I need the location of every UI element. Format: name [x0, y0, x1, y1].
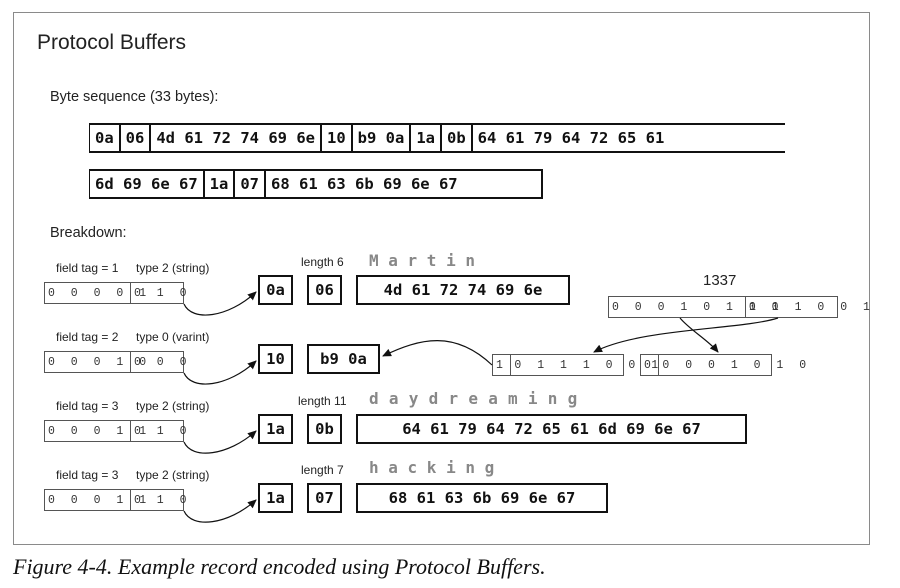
arrow-varint-low — [593, 317, 779, 353]
seq-byte: 06 — [118, 125, 150, 151]
varint-byte-1-bits: 0 1 1 1 0 0 1 — [510, 355, 665, 375]
field-tag-label: field tag = 2 — [56, 330, 119, 344]
type-bits: 0 1 0 — [130, 283, 194, 303]
breakdown-label: Breakdown: — [50, 225, 127, 241]
tag-bits: 0 0 0 0 1 — [48, 286, 151, 300]
field-type-label: type 0 (varint) — [136, 330, 210, 344]
continuation-bit: 0 — [644, 358, 656, 372]
varint-bits-low: 1 1 1 0 0 1 — [745, 297, 877, 317]
tag-bits: 0 0 0 1 1 — [48, 424, 151, 438]
type-bits: 0 1 0 — [130, 490, 194, 510]
length-byte-box: 06 — [307, 275, 342, 305]
tag-bits: 0 0 0 1 1 — [48, 493, 151, 507]
tag-byte-box: 0a — [258, 275, 293, 305]
byte-sequence-row-2: 6d 69 6e 67 1a 07 68 61 63 6b 69 6e 67 — [89, 169, 543, 199]
arrow-tag-4 — [183, 499, 257, 523]
tag-byte-box: 1a — [258, 483, 293, 513]
field-tag-label: field tag = 1 — [56, 261, 119, 275]
spelled-string: M a r t i n — [369, 251, 475, 270]
tag-bits-box: 0 0 0 1 0 0 0 0 — [44, 351, 187, 373]
type-bits: 0 1 0 — [130, 421, 194, 441]
tag-bits-box: 0 0 0 1 1 0 1 0 — [44, 489, 187, 511]
tag-byte-box: 1a — [258, 414, 293, 444]
seq-byte-group: b9 0a — [350, 125, 410, 151]
seq-byte-group: 64 61 79 64 72 65 61 — [470, 125, 670, 151]
varint-bits-high: 0 0 0 1 0 1 0 0 — [612, 300, 784, 314]
value-bytes-box: 68 61 63 6b 69 6e 67 — [356, 483, 608, 513]
seq-byte-group: 4d 61 72 74 69 6e — [149, 125, 320, 151]
field-tag-label: field tag = 3 — [56, 399, 119, 413]
spelled-string: h a c k i n g — [369, 458, 495, 477]
seq-byte: 1a — [202, 171, 234, 197]
length-label: length 6 — [301, 255, 344, 269]
varint-bits-box: 0 0 0 1 0 1 0 0 1 1 1 0 0 1 — [608, 296, 870, 318]
tag-bits-box: 0 0 0 1 1 0 1 0 — [44, 420, 187, 442]
value-bytes-box: 64 61 79 64 72 65 61 6d 69 6e 67 — [356, 414, 747, 444]
figure-caption: Figure 4-4. Example record encoded using… — [13, 554, 546, 579]
seq-byte: 07 — [233, 171, 264, 197]
tag-byte-box: 10 — [258, 344, 293, 374]
varint-value: 1337 — [703, 272, 737, 289]
length-byte-box: 0b — [307, 414, 342, 444]
arrow-tag-3 — [183, 430, 257, 454]
spelled-string: d a y d r e a m i n g — [369, 389, 578, 408]
byte-sequence-label: Byte sequence (33 bytes): — [50, 89, 219, 105]
arrow-varint-to-bytes — [382, 340, 493, 366]
seq-byte: 10 — [319, 125, 351, 151]
seq-byte: 1a — [409, 125, 440, 151]
value-bytes-box: 4d 61 72 74 69 6e — [356, 275, 570, 305]
field-type-label: type 2 (string) — [136, 261, 210, 275]
figure-frame — [13, 12, 870, 545]
varint-byte-2-bits: 0 0 0 1 0 1 0 — [658, 355, 813, 375]
continuation-bit: 1 — [496, 358, 508, 372]
field-tag-label: field tag = 3 — [56, 468, 119, 482]
value-bytes-box: b9 0a — [307, 344, 380, 374]
varint-byte-1: 1 0 1 1 1 0 0 1 — [492, 354, 658, 376]
length-byte-box: 07 — [307, 483, 342, 513]
arrow-tag-1 — [183, 291, 257, 316]
seq-byte: 0a — [95, 129, 114, 147]
field-type-label: type 2 (string) — [136, 468, 210, 482]
length-label: length 11 — [298, 394, 347, 408]
type-bits: 0 0 0 — [130, 352, 194, 372]
byte-sequence-row-1: 0a 06 4d 61 72 74 69 6e 10 b9 0a 1a 0b 6… — [89, 123, 785, 153]
arrow-tag-2 — [183, 360, 257, 385]
seq-byte-group: 68 61 63 6b 69 6e 67 — [264, 171, 463, 197]
seq-byte-group: 6d 69 6e 67 — [95, 175, 198, 193]
arrow-varint-high — [679, 317, 719, 353]
varint-byte-2: 0 0 0 0 1 0 1 0 — [640, 354, 806, 376]
tag-bits: 0 0 0 1 0 — [48, 355, 151, 369]
length-label: length 7 — [301, 463, 344, 477]
tag-bits-box: 0 0 0 0 1 0 1 0 — [44, 282, 187, 304]
seq-byte: 0b — [440, 125, 471, 151]
field-type-label: type 2 (string) — [136, 399, 210, 413]
figure-title: Protocol Buffers — [37, 31, 187, 54]
